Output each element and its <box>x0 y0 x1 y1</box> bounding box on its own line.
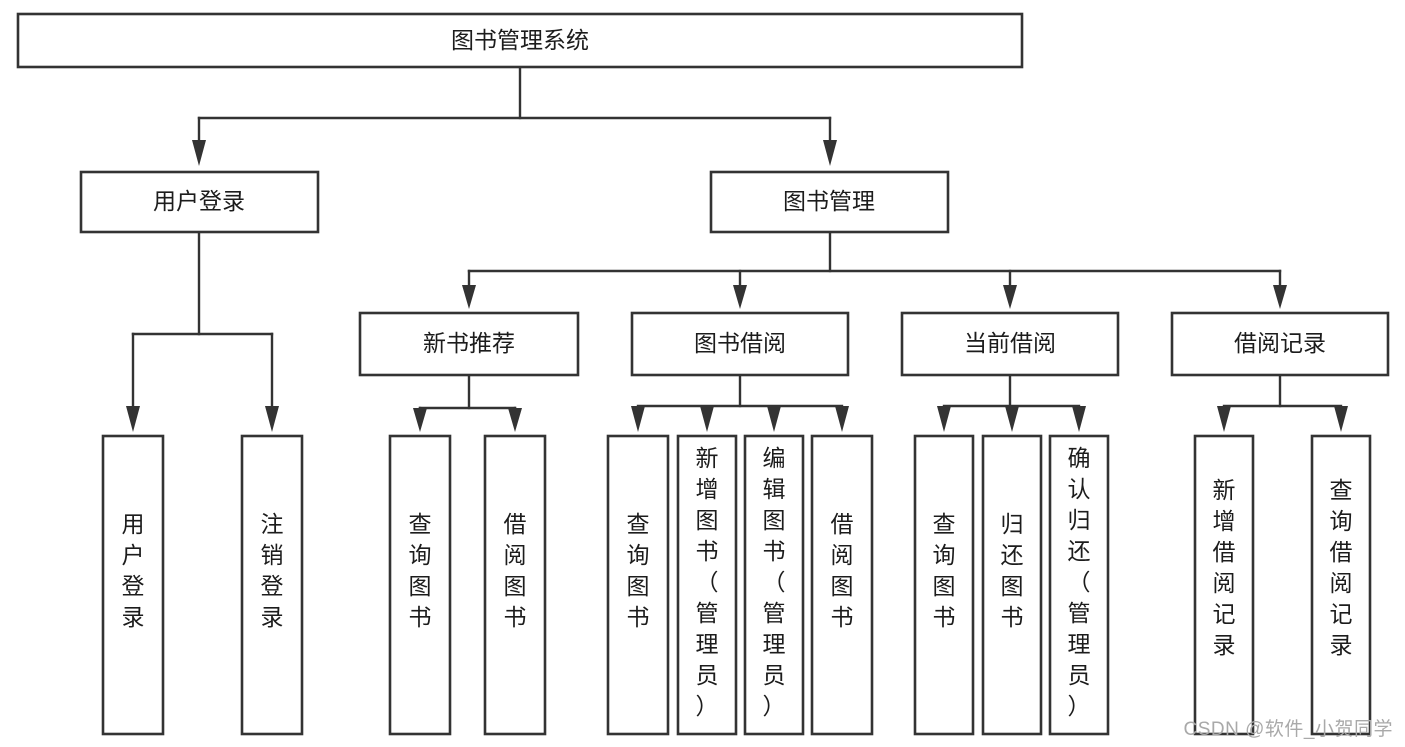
leaf-box-record-add[interactable] <box>1193 434 1255 736</box>
connector-layer <box>126 65 1348 432</box>
node-new-book-recommend-box[interactable] <box>358 311 580 377</box>
leaf-box-borrow-query[interactable] <box>606 434 670 736</box>
node-user-login[interactable]: 用户登录 <box>79 170 320 234</box>
arrowhead-record-query <box>1334 406 1348 432</box>
arrowhead-borrow-lend <box>835 406 849 432</box>
leaf-node[interactable]: 查询图书 <box>388 434 452 736</box>
arrowhead-borrow-record <box>1273 285 1287 309</box>
leaf-box-newbook-query[interactable] <box>388 434 452 736</box>
leaf-label-record-query: 查询借阅记录 <box>1330 477 1353 658</box>
node-current-borrow-box[interactable] <box>900 311 1120 377</box>
leaf-box-logout[interactable] <box>240 434 304 736</box>
arrowhead-current-borrow <box>1003 285 1017 309</box>
arrowhead-newbook-recommend <box>462 285 476 309</box>
leaf-node[interactable]: 确认归还（管理员） <box>1048 434 1110 736</box>
leaf-label-borrow-add: 新增图书（管理员） <box>696 445 719 719</box>
leaf-node[interactable]: 编辑图书（管理员） <box>743 434 805 736</box>
arrowhead-newbook-borrow <box>508 408 522 432</box>
leaf-label-newbook-query: 查询图书 <box>409 511 432 630</box>
arrowhead-borrow-query <box>631 406 645 432</box>
arrowhead-leaf-logout <box>265 406 279 432</box>
node-book-management-label: 图书管理 <box>783 188 875 214</box>
arrowhead-user-login <box>192 140 206 166</box>
node-borrow-record[interactable]: 借阅记录 <box>1170 311 1390 377</box>
leaf-node[interactable]: 用户登录 <box>101 434 165 736</box>
leaf-label-logout: 注销登录 <box>261 511 284 630</box>
leaf-label-record-add: 新增借阅记录 <box>1213 477 1236 658</box>
arrowhead-book-borrow <box>733 285 747 309</box>
node-borrow-record-label: 借阅记录 <box>1234 330 1326 356</box>
leaf-box-borrow-edit[interactable] <box>743 434 805 736</box>
leaf-label-newbook-borrow: 借阅图书 <box>504 511 527 630</box>
node-root-box[interactable] <box>16 12 1024 69</box>
node-book-management[interactable]: 图书管理 <box>709 170 950 234</box>
leaf-node[interactable]: 新增借阅记录 <box>1193 434 1255 736</box>
leaf-node[interactable]: 查询图书 <box>913 434 975 736</box>
leaf-box-borrow-lend[interactable] <box>810 434 874 736</box>
node-user-login-box[interactable] <box>79 170 320 234</box>
node-current-borrow-label: 当前借阅 <box>964 330 1056 356</box>
arrowhead-newbook-query <box>413 408 427 432</box>
csdn-watermark: CSDN @软件_小贺同学 <box>1183 719 1393 740</box>
leaf-label-current-query: 查询图书 <box>933 511 956 630</box>
leaf-node[interactable]: 借阅图书 <box>483 434 547 736</box>
node-root-label: 图书管理系统 <box>451 27 589 53</box>
leaf-node[interactable]: 注销登录 <box>240 434 304 736</box>
leaf-label-current-confirm: 确认归还（管理员） <box>1068 445 1091 719</box>
leaf-node[interactable]: 新增图书（管理员） <box>676 434 738 736</box>
leaf-box-record-query[interactable] <box>1310 434 1372 736</box>
leaf-box-borrow-add[interactable] <box>676 434 738 736</box>
arrowhead-current-confirm <box>1072 406 1086 432</box>
arrowhead-current-query <box>937 406 951 432</box>
leaf-box-current-confirm[interactable] <box>1048 434 1110 736</box>
leaf-box-user-login[interactable] <box>101 434 165 736</box>
leaf-box-current-query[interactable] <box>913 434 975 736</box>
leaf-box-current-return[interactable] <box>981 434 1043 736</box>
arrowhead-leaf-user-login <box>126 406 140 432</box>
leaf-label-current-return: 归还图书 <box>1001 511 1024 630</box>
leaf-label-borrow-lend: 借阅图书 <box>831 511 854 630</box>
leaf-node[interactable]: 借阅图书 <box>810 434 874 736</box>
node-book-management-box[interactable] <box>709 170 950 234</box>
node-book-borrow[interactable]: 图书借阅 <box>630 311 850 377</box>
node-borrow-record-box[interactable] <box>1170 311 1390 377</box>
node-book-borrow-label: 图书借阅 <box>694 330 786 356</box>
leaf-node[interactable]: 归还图书 <box>981 434 1043 736</box>
leaf-label-borrow-query: 查询图书 <box>627 511 650 630</box>
arrowhead-record-add <box>1217 406 1231 432</box>
node-root-system[interactable]: 图书管理系统 <box>16 12 1024 69</box>
node-current-borrow[interactable]: 当前借阅 <box>900 311 1120 377</box>
node-book-borrow-box[interactable] <box>630 311 850 377</box>
leaf-nodes-layer: 用户登录 注销登录 查询图书 借阅图书 查询图书 新增图书（管理员） <box>101 434 1372 736</box>
node-new-book-recommend-label: 新书推荐 <box>423 330 515 356</box>
arrowhead-borrow-add <box>700 406 714 432</box>
leaf-label-user-login: 用户登录 <box>122 511 145 630</box>
arrowhead-book-manage <box>823 140 837 166</box>
leaf-node[interactable]: 查询借阅记录 <box>1310 434 1372 736</box>
arrowhead-borrow-edit <box>767 406 781 432</box>
leaf-label-borrow-edit: 编辑图书（管理员） <box>763 445 786 719</box>
leaf-node[interactable]: 查询图书 <box>606 434 670 736</box>
arrowhead-current-return <box>1005 406 1019 432</box>
node-new-book-recommend[interactable]: 新书推荐 <box>358 311 580 377</box>
leaf-box-newbook-borrow[interactable] <box>483 434 547 736</box>
node-user-login-label: 用户登录 <box>153 188 245 214</box>
